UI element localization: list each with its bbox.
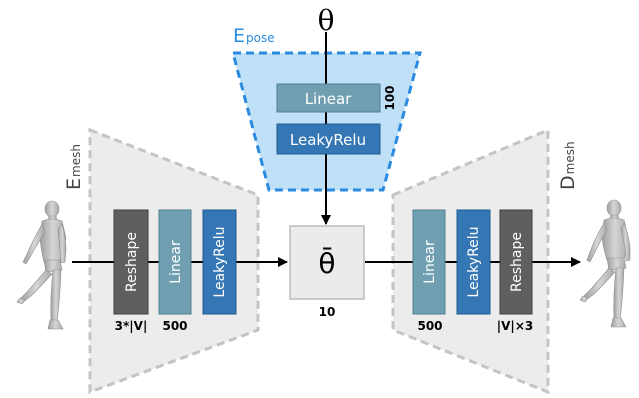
latent-theta-bar-block: θ̄: [289, 225, 365, 300]
dec-leakyrelu-block: LeakyRelu: [456, 209, 491, 315]
enc-reshape-block: Reshape: [113, 209, 149, 315]
mesh-encoder-label: Emesh: [63, 144, 85, 190]
enc-leakyrelu-block: LeakyRelu: [202, 209, 237, 315]
enc-linear-block: Linear: [158, 209, 192, 315]
theta-bar: θ̄: [318, 246, 335, 280]
dec-reshape-dim: |V|×3: [497, 319, 533, 333]
dec-linear-block: Linear: [412, 209, 446, 315]
enc-reshape-dim: 3*|V|: [115, 319, 148, 333]
svg-text:Linear: Linear: [168, 240, 184, 284]
theta-input: θ: [318, 4, 335, 37]
svg-text:Linear: Linear: [305, 90, 352, 108]
pose-leakyrelu-block: LeakyRelu: [276, 123, 381, 155]
svg-text:LeakyRelu: LeakyRelu: [466, 226, 482, 297]
input-mesh-figure: [16, 200, 67, 330]
enc-linear-dim: 500: [162, 319, 187, 333]
pose-encoder-label: Epose: [233, 25, 275, 47]
output-mesh-figure: [579, 199, 631, 328]
latent-dim: 10: [319, 305, 336, 319]
mesh-decoder-label: Dmesh: [557, 141, 579, 190]
pose-linear-block: Linear: [276, 83, 381, 113]
dec-linear-dim: 500: [417, 319, 442, 333]
svg-text:LeakyRelu: LeakyRelu: [290, 131, 366, 149]
dec-reshape-block: Reshape: [499, 209, 533, 315]
svg-text:LeakyRelu: LeakyRelu: [212, 226, 228, 297]
svg-text:Linear: Linear: [422, 240, 438, 284]
svg-text:Reshape: Reshape: [124, 232, 140, 292]
pose-linear-dim: 100: [383, 85, 397, 110]
svg-text:Reshape: Reshape: [509, 232, 525, 292]
